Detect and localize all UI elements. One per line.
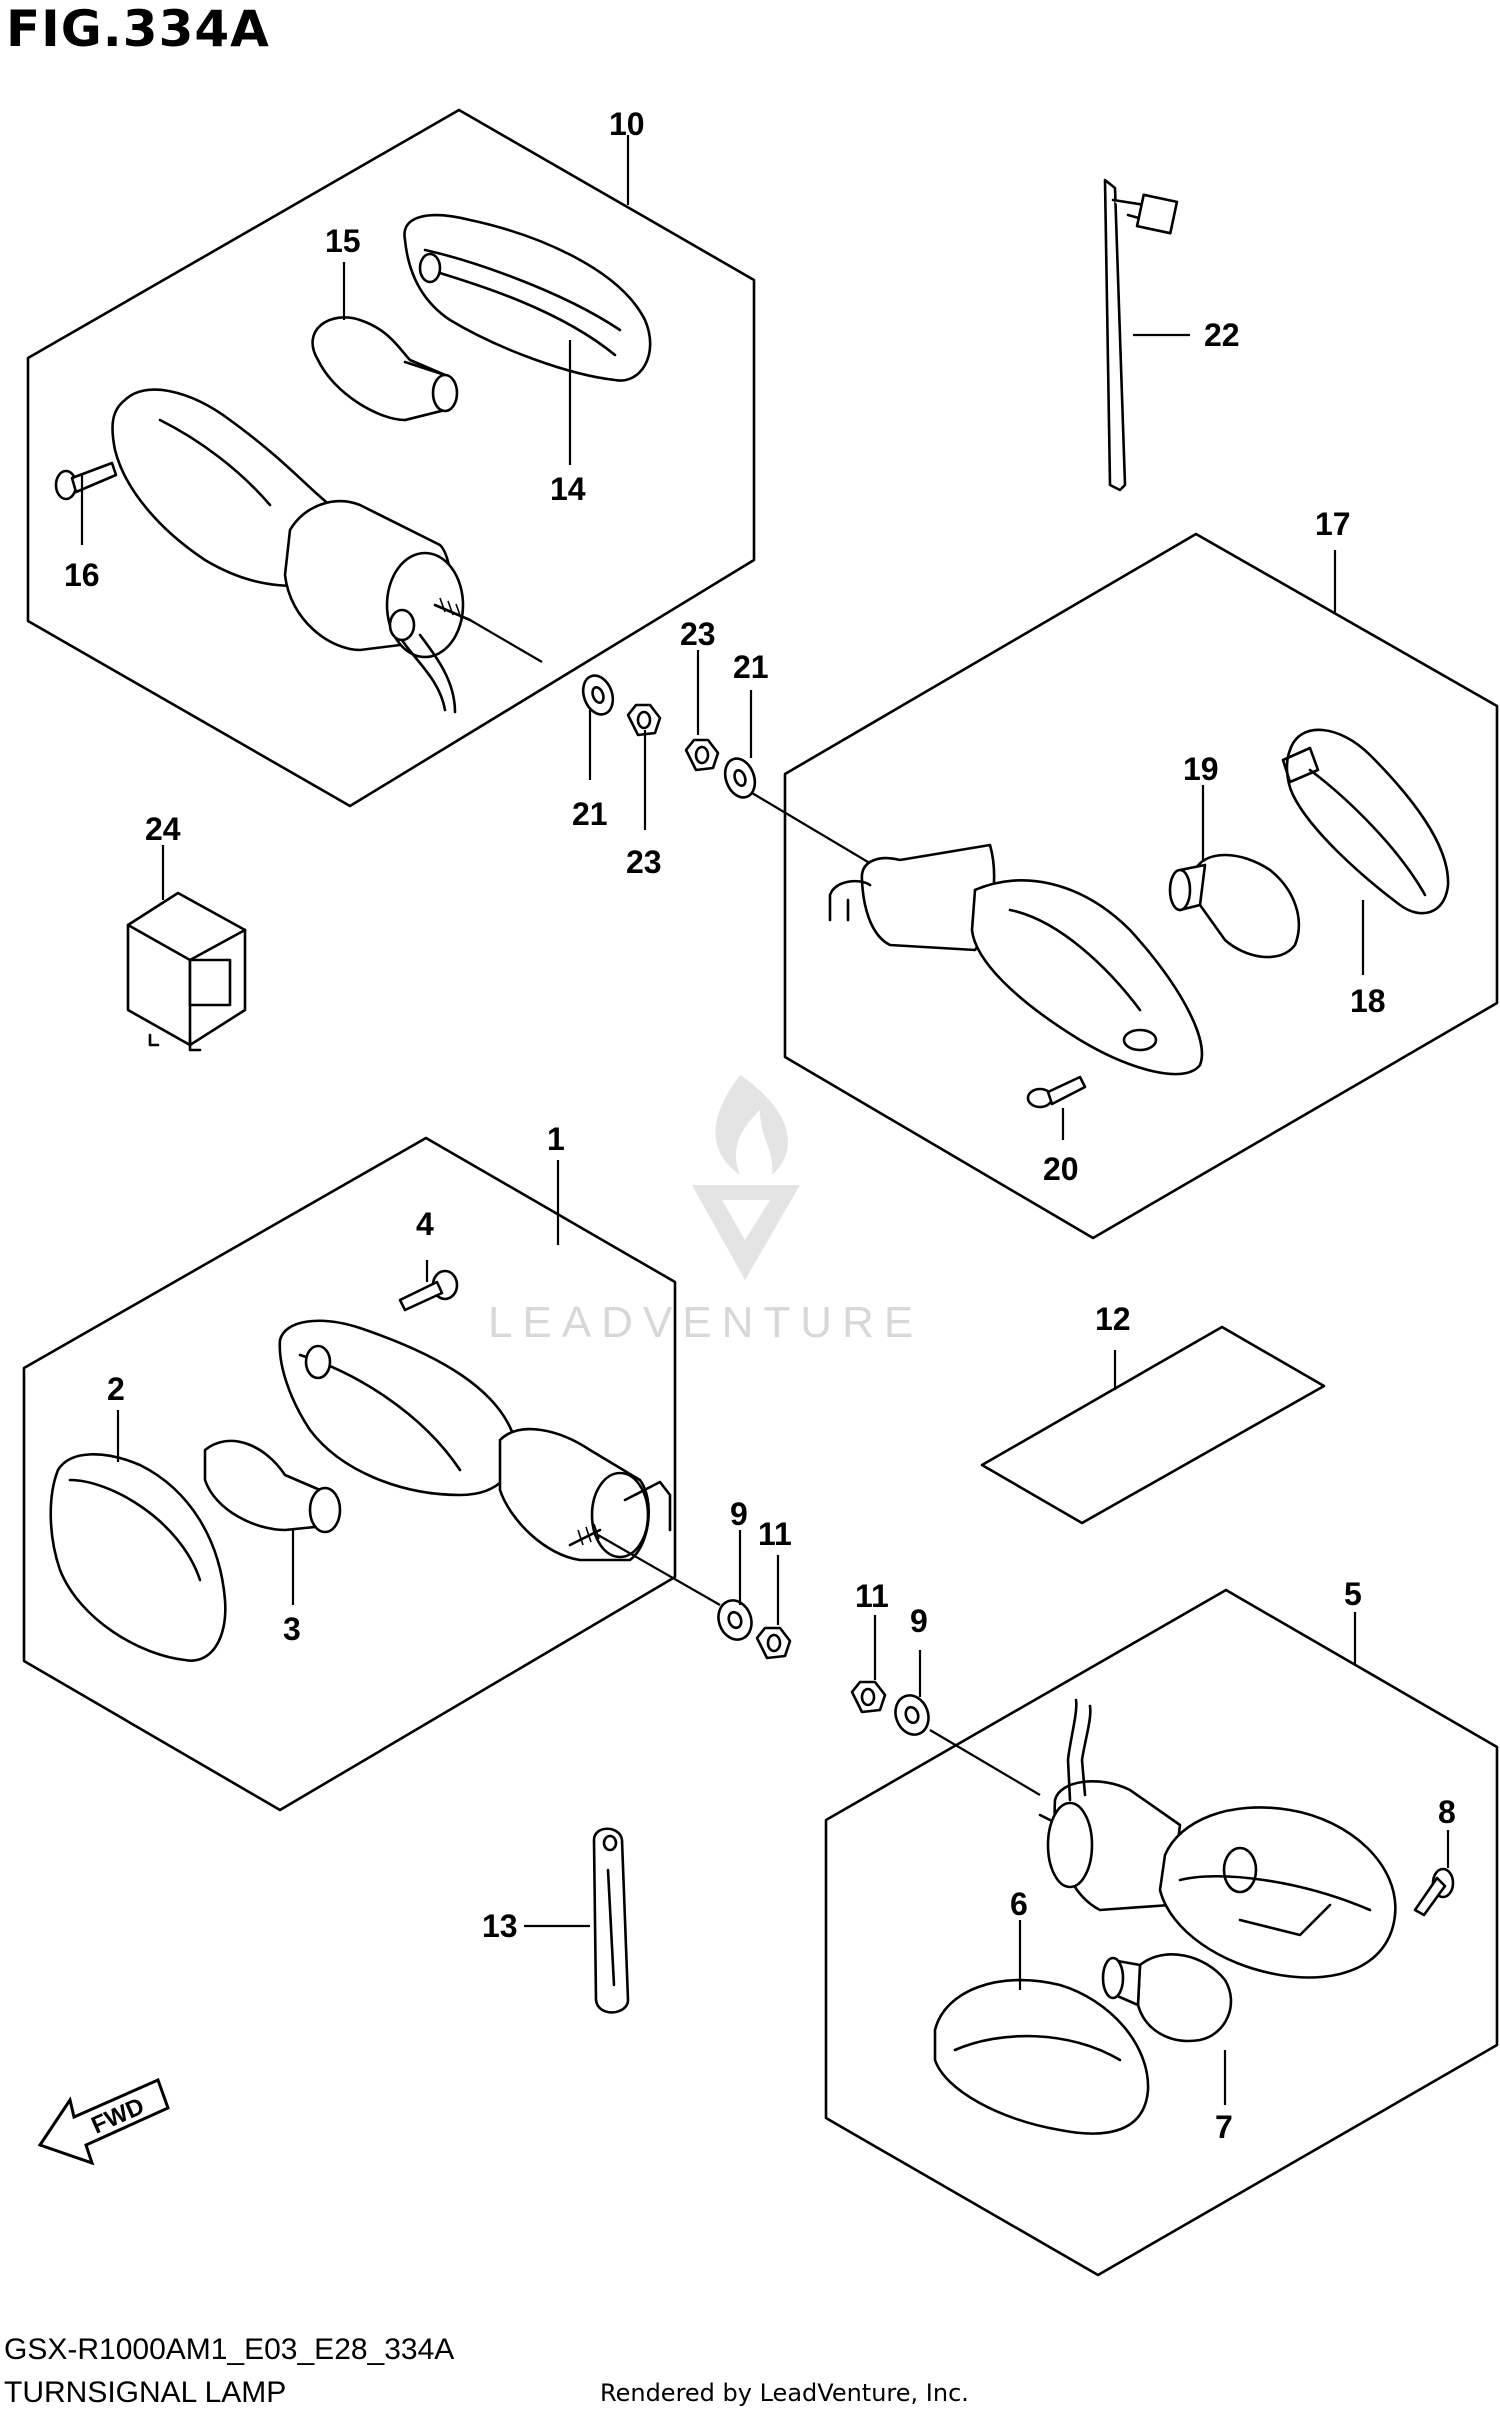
label-sticker-icon — [980, 1325, 1326, 1525]
callout-13: 10 — [609, 106, 645, 142]
figure-title: FIG.334A — [6, 0, 270, 58]
washer-icon — [581, 674, 615, 716]
washer-icon — [894, 1694, 930, 1736]
hex-group-5 — [824, 1588, 1499, 2277]
figure-name: TURNSIGNAL LAMP — [4, 2376, 287, 2409]
callout-4: 4 — [416, 1206, 434, 1242]
callout-16: 16 — [64, 557, 100, 593]
lens-icon — [49, 1453, 227, 1662]
bulb-icon — [203, 1439, 342, 1534]
model-code: GSX-R1000AM1_E03_E28_334A — [4, 2333, 455, 2366]
callout-3: 3 — [283, 1611, 301, 1647]
nut-icon — [626, 703, 662, 737]
turnsignal-lamp-icon — [111, 388, 472, 714]
callout-20: 20 — [1043, 1151, 1079, 1187]
callout-23-top: 23 — [680, 616, 716, 652]
callout-18: 18 — [1350, 983, 1386, 1019]
callout-21-bottom: 21 — [572, 796, 608, 832]
callout-17: 17 — [1315, 506, 1351, 542]
bulb-icon — [1168, 853, 1301, 959]
callout-9-right: 9 — [910, 1603, 928, 1639]
turnsignal-lamp-icon — [1038, 1698, 1397, 1979]
callout-15: 15 — [325, 223, 361, 259]
lens-ring-icon — [1281, 728, 1450, 915]
callout-11-left: 11 — [758, 1516, 792, 1552]
callout-24: 24 — [145, 811, 181, 847]
lens-ring-icon — [403, 213, 652, 382]
callout-2: 2 — [107, 1371, 125, 1407]
callouts: 10 15 14 16 22 17 19 18 20 23 21 21 23 2… — [64, 106, 1456, 2145]
washer-icon — [717, 1599, 753, 1641]
callout-5: 5 — [1344, 1576, 1362, 1612]
relay-icon — [126, 891, 247, 1052]
callout-6: 6 — [1010, 1886, 1028, 1922]
fwd-arrow-icon: FWD — [37, 2077, 170, 2166]
callout-12: 12 — [1095, 1301, 1131, 1337]
screw-icon — [1026, 1075, 1087, 1109]
turnsignal-lamp-icon — [828, 843, 1204, 1076]
watermark-logo-icon — [692, 1075, 800, 1280]
turnsignal-lamp-icon — [278, 1319, 672, 1562]
callout-11-right: 11 — [855, 1578, 889, 1614]
bulb-icon — [1101, 1953, 1233, 2043]
nut-icon — [684, 738, 720, 772]
hex-group-13 — [26, 108, 756, 808]
watermark-text: LEADVENTURE — [488, 1298, 924, 1347]
lens-icon — [933, 1978, 1150, 2135]
callout-9-left: 9 — [730, 1496, 748, 1532]
screw-icon — [398, 1269, 459, 1312]
bulb-icon — [311, 316, 459, 422]
washer-icon — [723, 757, 757, 799]
bracket-icon — [592, 1827, 630, 2014]
nut-icon — [755, 1626, 792, 1660]
leader-lines — [80, 135, 1450, 2105]
callout-7: 7 — [1215, 2109, 1233, 2145]
callout-8: 8 — [1438, 1794, 1456, 1830]
callout-23-bottom: 23 — [626, 844, 662, 880]
harness-icon — [1103, 178, 1179, 492]
screw-icon — [1413, 1867, 1455, 1917]
nut-icon — [850, 1680, 887, 1714]
screw-icon — [54, 461, 118, 501]
callout-14: 14 — [550, 471, 586, 507]
callout-10: 13 — [482, 1908, 518, 1944]
callout-21-top: 21 — [733, 649, 769, 685]
render-credit: Rendered by LeadVenture, Inc. — [600, 2379, 969, 2407]
hex-group-17 — [783, 532, 1499, 1240]
callout-1: 1 — [547, 1121, 565, 1157]
hex-group-1 — [22, 1136, 677, 1812]
callout-19: 19 — [1183, 751, 1219, 787]
callout-22: 22 — [1204, 317, 1240, 353]
